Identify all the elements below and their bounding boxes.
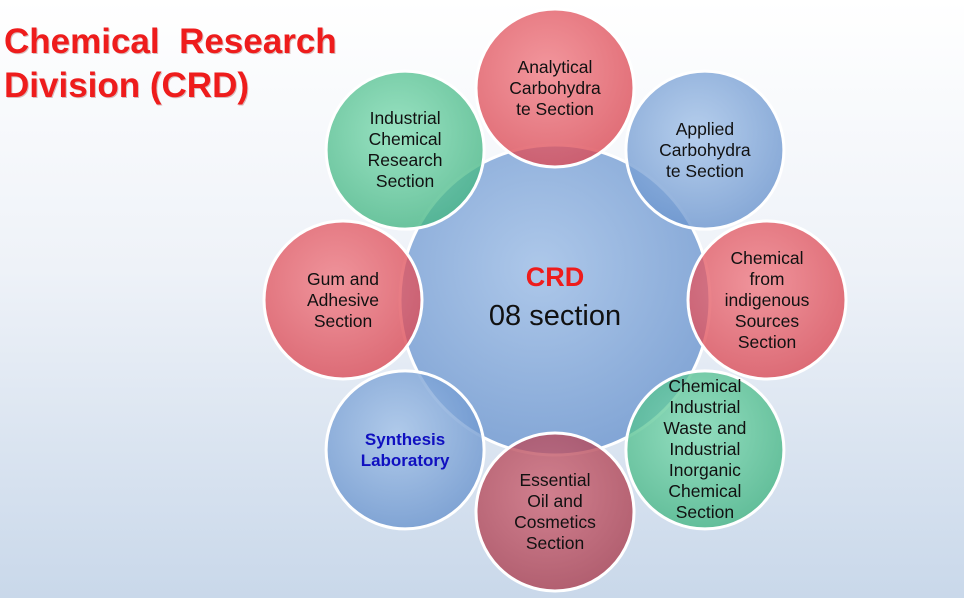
section-circle [474,431,636,593]
center-label: CRD 08 section [455,258,655,336]
section-label: Gum and Adhesive Section [307,268,379,331]
section-label: Synthesis Laboratory [360,429,450,470]
section-label: Chemical Industrial Waste and Industrial… [663,376,747,523]
section-circle [324,69,486,231]
center-title: CRD [525,262,585,292]
section-label: Analytical Carbohydra te Section [509,56,601,119]
section-circle [624,69,786,231]
section-circle [474,7,636,169]
section-circle [262,219,424,381]
section-label: Applied Carbohydra te Section [659,118,751,181]
section-circle [324,369,486,531]
section-circle [624,369,786,531]
section-label: Chemical from indigenous Sources Section [724,247,810,352]
center-subtitle: 08 section [488,300,622,332]
page-title: Chemical Research Division (CRD) [4,22,337,105]
section-circle [686,219,848,381]
section-label: Industrial Chemical Research Section [367,108,443,192]
section-label: Essential Oil and Cosmetics Section [514,470,596,553]
